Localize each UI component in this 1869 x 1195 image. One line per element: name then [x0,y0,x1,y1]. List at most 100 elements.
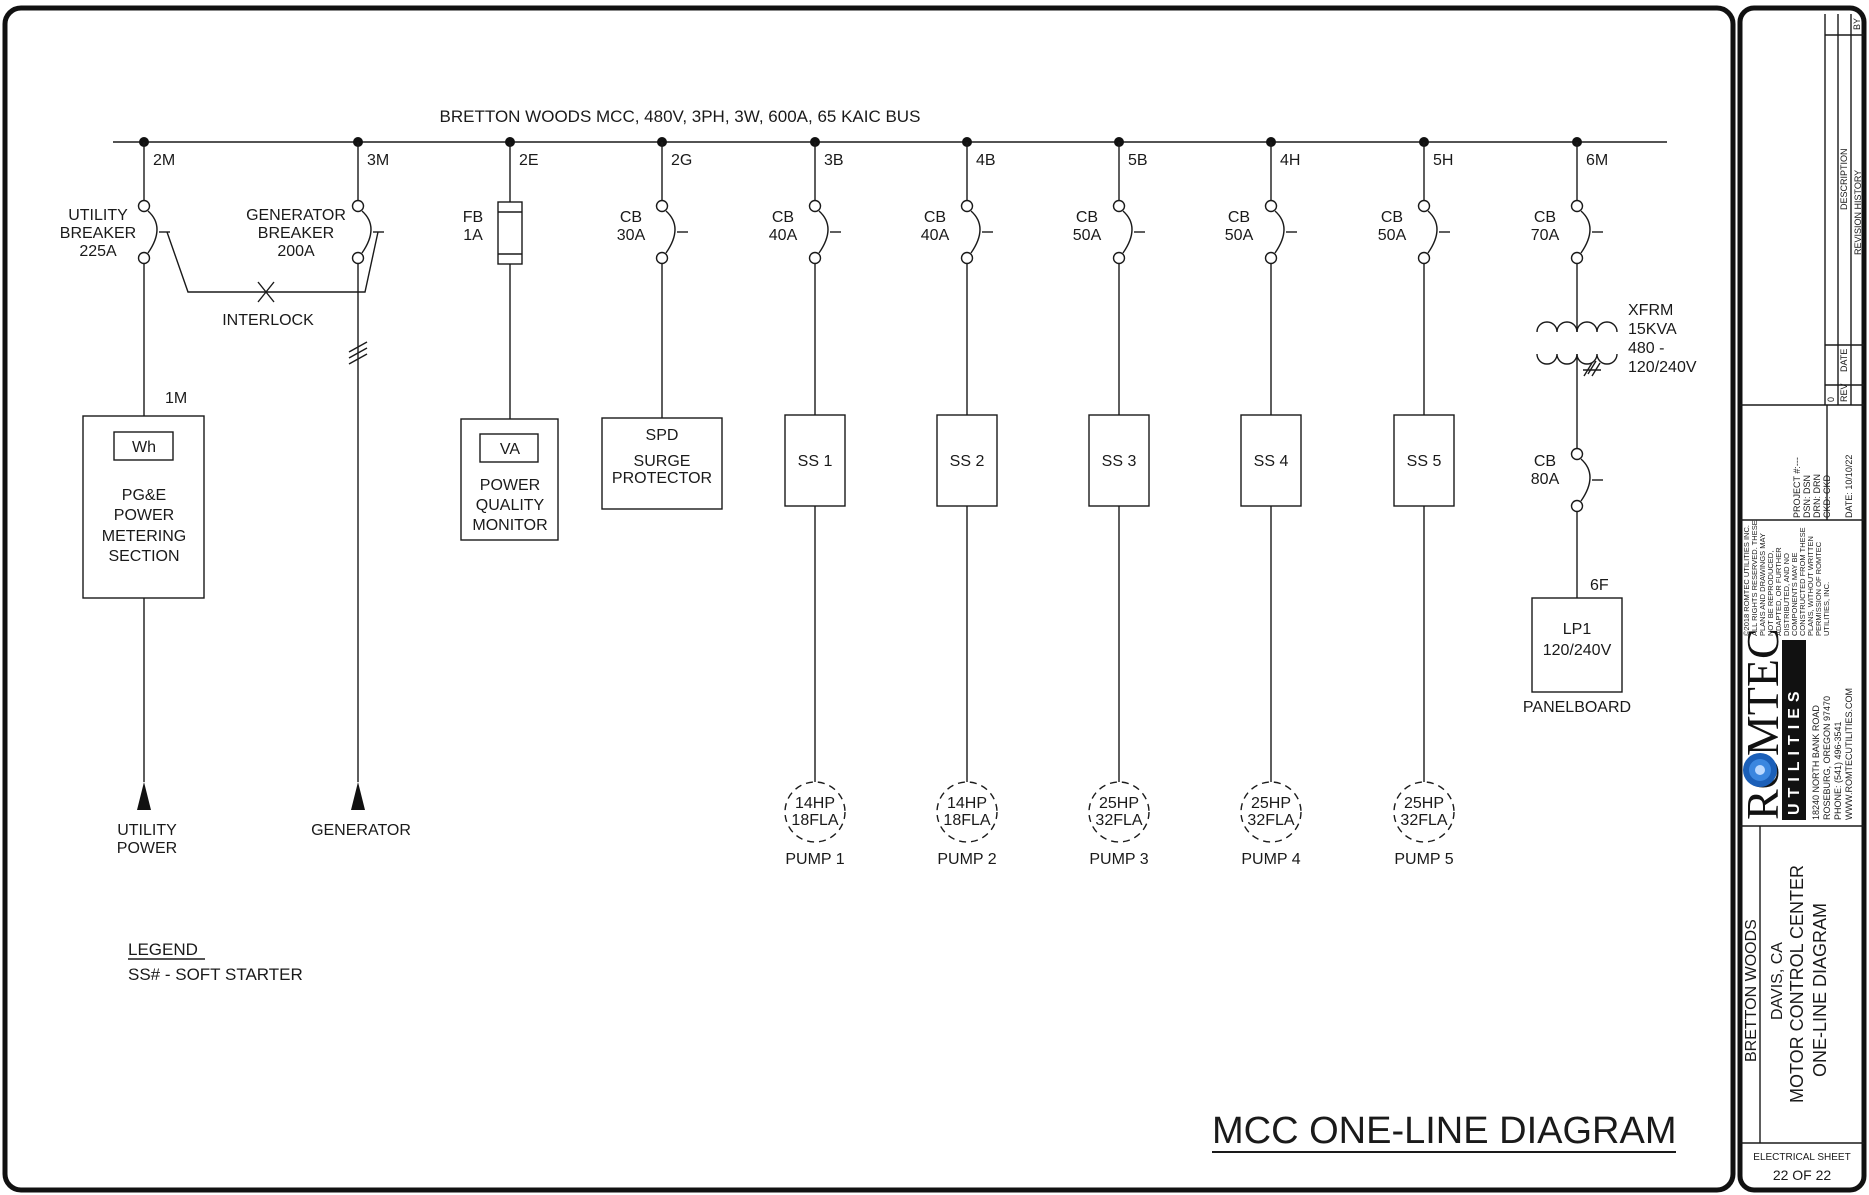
copyright-notice: ©2018 ROMTEC UTILITIES INC. ALL RIGHTS R… [1742,520,1831,636]
motor-hp: 14HP [795,795,835,812]
motor-hp: 14HP [947,795,987,812]
svg-text:COMPONENTS MAY BE: COMPONENTS MAY BE [1790,553,1799,637]
panelboard-label: PANELBOARD [1523,699,1631,716]
svg-text:2G: 2G [671,152,692,169]
svg-text:PROJECT #:---: PROJECT #:--- [1792,457,1802,518]
bus-node: 5B [1114,137,1148,169]
pump-label: PUMP 1 [785,851,844,868]
svg-text:22 OF 22: 22 OF 22 [1773,1167,1832,1183]
svg-text:18240 NORTH BANK ROAD: 18240 NORTH BANK ROAD [1811,705,1821,820]
motor-fla: 18FLA [791,812,838,829]
svg-text:80A: 80A [1531,471,1560,488]
soft-starter-label: SS 2 [950,453,985,470]
motor [936,781,998,843]
svg-text:DISTRIBUTED, AND NO: DISTRIBUTED, AND NO [1782,553,1791,636]
soft-starter-label: SS 3 [1102,453,1137,470]
pump-branch: CB 50A SS 5 25HP 32FLA PUMP 5 [1378,142,1455,868]
title-block-border [1737,5,1867,1193]
revision-history: BY DESCRIPTION REVISION HISTORY DATE REV… [1740,14,1864,406]
svg-text:DATE: DATE [1839,349,1849,372]
svg-text:6M: 6M [1586,152,1608,169]
svg-text:MOTOR CONTROL CENTER: MOTOR CONTROL CENTER [1787,865,1807,1103]
utility-breaker: UTILITY BREAKER 225A [60,142,170,416]
svg-text:REVISION HISTORY: REVISION HISTORY [1853,170,1863,255]
svg-text:DESCRIPTION: DESCRIPTION [1839,148,1849,210]
svg-text:3M: 3M [367,152,389,169]
utility-source-label: POWER [117,840,177,857]
generator-source-label: GENERATOR [311,822,411,839]
svg-text:©2018 ROMTEC UTILITIES INC.: ©2018 ROMTEC UTILITIES INC. [1742,525,1751,636]
romtec-logo: ROMTEC UTILITIES [1737,628,1806,820]
svg-text:METERING: METERING [102,528,186,545]
svg-text:ONE-LINE DIAGRAM: ONE-LINE DIAGRAM [1810,903,1830,1077]
svg-text:GENERATOR: GENERATOR [246,207,346,224]
svg-text:ALL RIGHTS RESERVED. THESE: ALL RIGHTS RESERVED. THESE [1750,520,1759,636]
node-6f: 6F [1590,577,1609,594]
motor-fla: 18FLA [943,812,990,829]
svg-text:REV: REV [1839,383,1849,402]
pump-breaker-label: CB [1076,209,1098,226]
generator-source-arrow [351,782,365,810]
svg-text:DATE: 10/10/22: DATE: 10/10/22 [1844,455,1854,518]
svg-text:LP1: LP1 [1563,621,1592,638]
motor-hp: 25HP [1099,795,1139,812]
pump-label: PUMP 5 [1394,851,1453,868]
bus-label: BRETTON WOODS MCC, 480V, 3PH, 3W, 600A, … [440,107,921,126]
utility-source-label: UTILITY [117,822,177,839]
svg-text:CB: CB [1534,209,1556,226]
power-quality-monitor: VA POWER QUALITY MONITOR [460,418,559,541]
svg-text:120/240V: 120/240V [1628,359,1697,376]
transformer: XFRM 15KVA 480 - 120/240V [1536,302,1697,448]
svg-text:PROTECTOR: PROTECTOR [612,470,712,487]
svg-text:4H: 4H [1280,152,1300,169]
legend-item: SS# - SOFT STARTER [128,965,303,984]
svg-text:30A: 30A [617,227,646,244]
svg-text:NOT BE REPRODUCED,: NOT BE REPRODUCED, [1766,551,1775,636]
spd-breaker: CB 30A [617,142,688,418]
svg-text:ELECTRICAL SHEET: ELECTRICAL SHEET [1753,1152,1850,1163]
drawing-border [2,5,1736,1193]
svg-text:CKD: CKD: CKD: CKD [1822,474,1832,518]
pump-breaker-rating: 50A [1073,227,1102,244]
pump-breaker-label: CB [772,209,794,226]
svg-text:INTERLOCK: INTERLOCK [222,312,314,329]
svg-text:PLANS AND DRAWINGS MAY: PLANS AND DRAWINGS MAY [1758,533,1767,636]
svg-text:3B: 3B [824,152,844,169]
svg-text:PHONE: (541) 496-3541: PHONE: (541) 496-3541 [1833,721,1843,820]
svg-text:CB: CB [620,209,642,226]
svg-text:200A: 200A [277,243,315,260]
svg-text:DRN: DRN: DRN: DRN [1812,474,1822,518]
svg-text:DAVIS, CA: DAVIS, CA [1769,942,1786,1020]
pump-label: PUMP 4 [1241,851,1300,868]
pump-breaker-rating: 40A [769,227,798,244]
svg-text:BRETTON WOODS: BRETTON WOODS [1743,919,1760,1062]
utility-source-arrow [137,782,151,810]
pump-breaker-rating: 40A [921,227,950,244]
svg-text:PLANS, WITHOUT WRITTEN: PLANS, WITHOUT WRITTEN [1806,536,1815,636]
motor-hp: 25HP [1404,795,1444,812]
svg-text:VA: VA [500,441,520,458]
legend-title: LEGEND [128,940,198,959]
svg-text:CONSTRUCTED FROM THESE: CONSTRUCTED FROM THESE [1798,527,1807,636]
pump-breaker-label: CB [1228,209,1250,226]
svg-text:0: 0 [1826,397,1836,402]
metering-section: Wh PG&E POWER METERING SECTION [82,415,205,599]
svg-text:15KVA: 15KVA [1628,321,1677,338]
soft-starter-label: SS 1 [798,453,833,470]
project-info: PROJECT #:--- DSN: DSN DRN: DRN CKD: CKD… [1740,405,1864,521]
drawing-title: MCC ONE-LINE DIAGRAM [1212,1110,1676,1152]
panelboard-lp1: LP1 120/240V [1531,597,1623,693]
motor [1240,781,1302,843]
pump-branch: CB 40A SS 2 14HP 18FLA PUMP 2 [921,142,998,868]
pump-branch: CB 50A SS 3 25HP 32FLA PUMP 3 [1073,142,1150,868]
motor-fla: 32FLA [1400,812,1447,829]
pump-breaker-label: CB [1381,209,1403,226]
sheet-number: ELECTRICAL SHEET 22 OF 22 [1740,1142,1864,1183]
svg-text:UTILITY: UTILITY [68,207,128,224]
svg-text:BREAKER: BREAKER [258,225,334,242]
svg-text:2E: 2E [519,152,539,169]
panel-breaker-primary: CB 70A [1531,142,1603,322]
surge-protector: SPD SURGE PROTECTOR [601,417,723,510]
generator-breaker: GENERATOR BREAKER 200A [246,142,384,782]
